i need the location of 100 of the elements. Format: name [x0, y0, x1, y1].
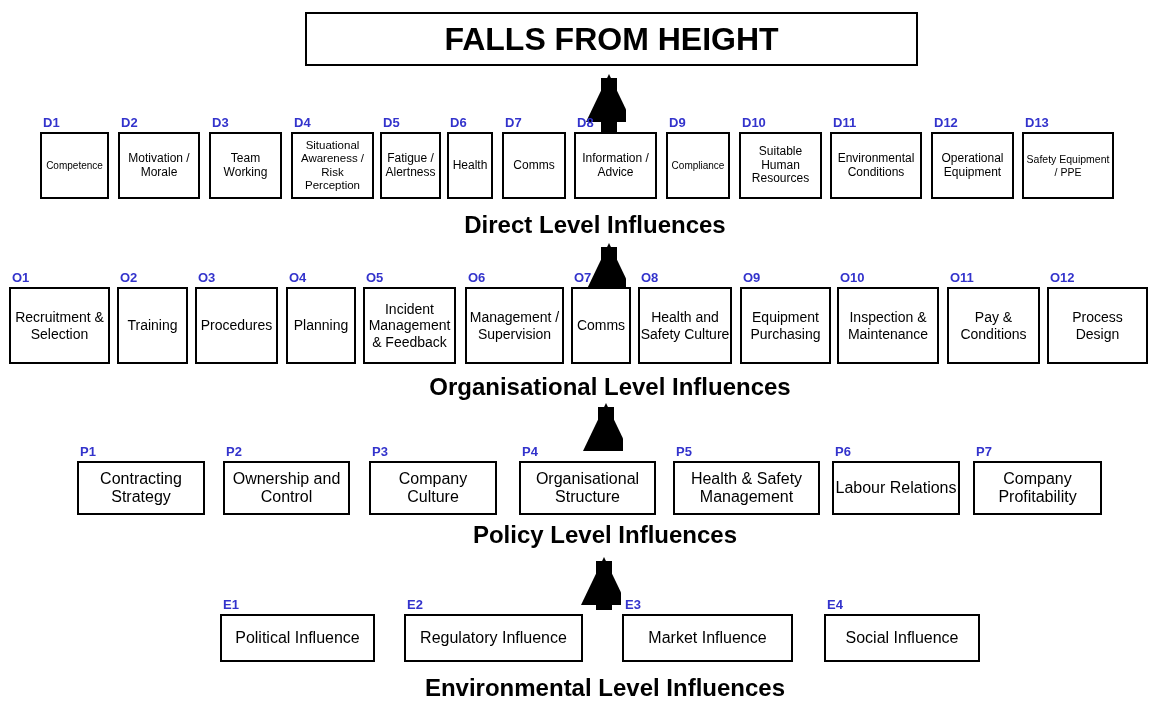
- code-label: O11: [950, 271, 974, 284]
- factor-box: [404, 614, 583, 662]
- code-label: P4: [522, 445, 538, 458]
- factor-box: [77, 461, 205, 515]
- factor-box: [286, 287, 356, 364]
- box-text: Process Design: [1071, 309, 1124, 342]
- code-label: D13: [1025, 116, 1049, 129]
- factor-box: [363, 287, 456, 364]
- factor-box: [832, 461, 960, 515]
- factor-box: [574, 132, 657, 199]
- code-label: O9: [743, 271, 761, 284]
- code-label: P1: [80, 445, 96, 458]
- code-label: D8: [577, 116, 594, 129]
- factor-box: [739, 132, 822, 199]
- code-label: P5: [676, 445, 692, 458]
- box-text: Planning: [293, 317, 349, 334]
- box-text: Political Influence: [235, 628, 360, 648]
- code-label: E2: [407, 598, 423, 611]
- box-text: FALLS FROM HEIGHT: [444, 20, 779, 58]
- code-label: P2: [226, 445, 242, 458]
- code-label: O12: [1050, 271, 1075, 284]
- factor-box: [1047, 287, 1148, 364]
- factor-box: [9, 287, 110, 364]
- factor-box: [502, 132, 566, 199]
- box-text: Suitable Human Resources: [750, 144, 811, 187]
- box-text: Operational Equipment: [940, 151, 1005, 180]
- factor-box: [519, 461, 656, 515]
- box-text: Health & Safety Management: [689, 469, 804, 507]
- factor-box: [223, 461, 350, 515]
- box-text: Fatigue / Alertness: [384, 151, 437, 180]
- box-text: Labour Relations: [835, 478, 957, 498]
- box-text: Team Working: [222, 151, 269, 180]
- code-label: D6: [450, 116, 467, 129]
- box-text: Incident Management & Feedback: [367, 301, 452, 350]
- factor-box: [40, 132, 109, 199]
- box-text: Management / Supervision: [468, 309, 561, 342]
- code-label: O2: [120, 271, 138, 284]
- box-text: Contracting Strategy: [99, 469, 183, 507]
- factor-box: [824, 614, 980, 662]
- heading-text: Direct Level Influences: [464, 211, 726, 239]
- title-box: [305, 12, 918, 66]
- box-text: Safety Equipment / PPE: [1025, 153, 1111, 178]
- code-label: O7: [574, 271, 592, 284]
- code-label: O1: [12, 271, 30, 284]
- box-text: Information / Advice: [581, 151, 650, 180]
- factor-box: [931, 132, 1014, 199]
- code-label: P6: [835, 445, 851, 458]
- factor-box: [1022, 132, 1114, 199]
- box-text: Comms: [576, 317, 626, 334]
- box-text: Company Culture: [397, 469, 469, 507]
- code-label: O8: [641, 271, 659, 284]
- box-text: Motivation / Morale: [127, 151, 191, 180]
- code-label: D10: [742, 116, 766, 129]
- code-label: O10: [840, 271, 865, 284]
- box-text: Recruitment & Selection: [14, 309, 105, 342]
- code-label: E1: [223, 598, 239, 611]
- factor-box: [973, 461, 1102, 515]
- factor-box: [195, 287, 278, 364]
- factor-box: [673, 461, 820, 515]
- factor-box: [465, 287, 564, 364]
- box-text: Equipment Purchasing: [749, 309, 822, 342]
- code-label: O6: [468, 271, 486, 284]
- factor-box: [118, 132, 200, 199]
- factor-box: [380, 132, 441, 199]
- box-text: Regulatory Influence: [420, 628, 567, 648]
- factor-box: [740, 287, 831, 364]
- box-text: Procedures: [200, 317, 273, 334]
- box-text: Environmental Conditions: [836, 151, 916, 180]
- code-label: D2: [121, 116, 138, 129]
- factor-box: [830, 132, 922, 199]
- box-text: Situational Awareness / Risk Perception: [299, 139, 366, 192]
- factor-box: [571, 287, 631, 364]
- code-label: E3: [625, 598, 641, 611]
- factor-box: [220, 614, 375, 662]
- box-text: Pay & Conditions: [959, 309, 1028, 342]
- code-label: D12: [934, 116, 958, 129]
- box-text: Health and Safety Culture: [640, 309, 730, 342]
- code-label: D4: [294, 116, 311, 129]
- factor-box: [622, 614, 793, 662]
- code-label: D3: [212, 116, 229, 129]
- box-text: Ownership and Control: [231, 469, 342, 507]
- heading-text: Policy Level Influences: [472, 521, 738, 549]
- factor-box: [117, 287, 188, 364]
- box-text: Health: [452, 158, 488, 173]
- box-text: Social Influence: [845, 628, 959, 648]
- factor-box: [291, 132, 374, 199]
- code-label: O4: [289, 271, 307, 284]
- code-label: D11: [833, 116, 857, 129]
- box-text: Comms: [513, 158, 555, 173]
- code-label: P3: [372, 445, 388, 458]
- box-text: Competence: [46, 159, 103, 172]
- factor-box: [447, 132, 493, 199]
- box-text: Inspection & Maintenance: [846, 309, 930, 342]
- code-label: O3: [198, 271, 216, 284]
- code-label: D5: [383, 116, 400, 129]
- box-text: Compliance: [671, 159, 725, 172]
- factor-box: [209, 132, 282, 199]
- box-text: Training: [127, 317, 178, 334]
- factor-box: [638, 287, 732, 364]
- code-label: D1: [43, 116, 60, 129]
